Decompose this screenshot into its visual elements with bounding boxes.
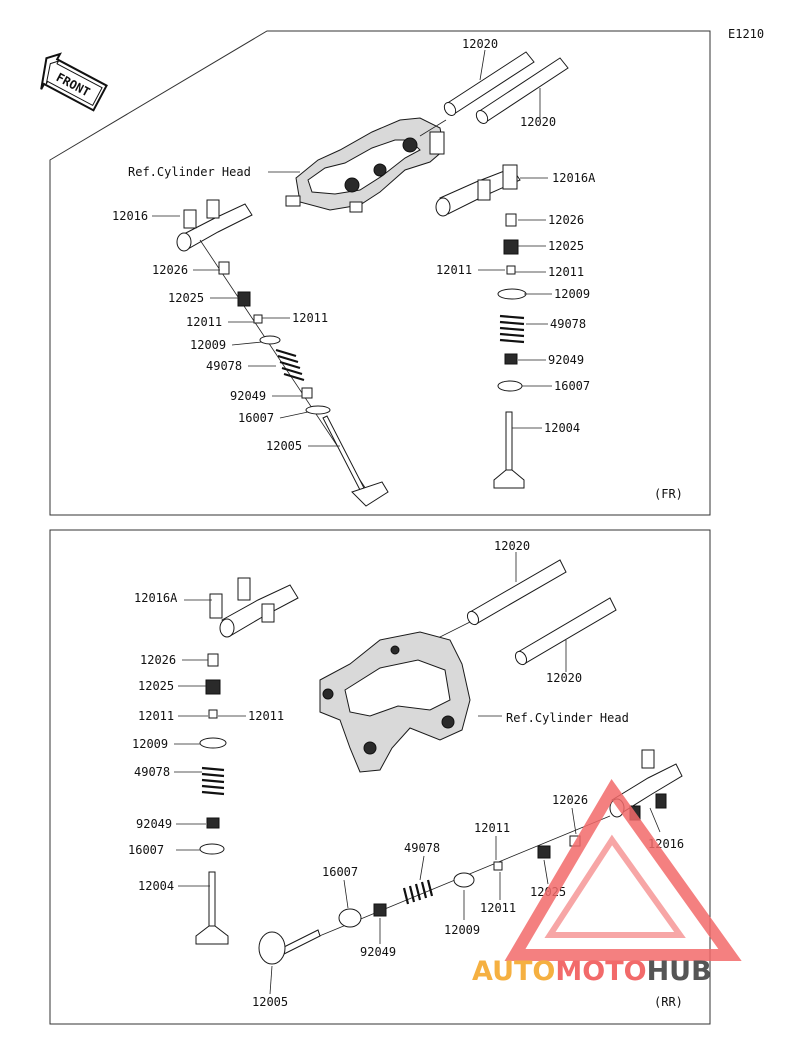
- top-label-l-spring: 49078: [206, 359, 242, 373]
- top-label-rocker-left: 12016: [112, 209, 148, 223]
- rocker-shaft-top-b: [475, 57, 569, 124]
- bot-l-retainer-shape: [199, 737, 227, 749]
- top-r-adjuster-shape: [503, 239, 519, 255]
- top-panel: 12020 12020 Ref.Cylinder Head 12016 1201…: [49, 30, 711, 516]
- watermark-logo: AUTOMOTOHUB: [472, 778, 742, 987]
- bot-label-l-spring: 49078: [134, 765, 170, 779]
- top-label-l-retainer: 12009: [190, 338, 226, 352]
- top-r-lifter-shape: [505, 213, 517, 227]
- top-l-seat-shape: [305, 405, 331, 415]
- top-label-r-seal: 92049: [548, 353, 584, 367]
- bot-label-l-lifter: 12026: [140, 653, 176, 667]
- bot-r-valve-shape: [258, 929, 321, 965]
- top-l-spring-shape: [275, 348, 305, 382]
- bot-r-retainer-shape: [453, 872, 475, 888]
- bot-r-seat-shape: [338, 908, 362, 928]
- top-label-r-cotter-b: 12011: [548, 265, 584, 279]
- top-label-l-seat: 16007: [238, 411, 274, 425]
- top-label-l-valve: 12005: [266, 439, 302, 453]
- top-label-l-cotter-b: 12011: [292, 311, 328, 325]
- top-label-l-lifter: 12026: [152, 263, 188, 277]
- cylinder-head-top: [285, 117, 445, 213]
- top-label-r-adjuster: 12025: [548, 239, 584, 253]
- top-label-r-cotter-a: 12011: [436, 263, 472, 277]
- bot-ref-label: Ref.Cylinder Head: [506, 711, 629, 725]
- bot-l-seal-shape: [206, 817, 220, 829]
- rocker-shaft-bottom-b: [514, 597, 617, 666]
- top-r-seat-shape: [497, 380, 523, 392]
- bot-label-r-valve: 12005: [252, 995, 288, 1009]
- svg-text:AUTOMOTOHUB: AUTOMOTOHUB: [472, 956, 712, 987]
- bot-label-r-seal: 92049: [360, 945, 396, 959]
- bot-label-r-cotter-b: 12011: [480, 901, 516, 915]
- bottom-panel: 12020 12020 Ref.Cylinder Head 12016A 120…: [49, 529, 711, 1025]
- bot-label-rocker-left: 12016A: [134, 591, 178, 605]
- bot-label-r-spring: 49078: [404, 841, 440, 855]
- bot-label-l-seat: 16007: [128, 843, 164, 857]
- rocker-shaft-top-a: [443, 51, 535, 116]
- bot-l-spring-shape: [201, 766, 225, 796]
- top-label-r-seat: 16007: [554, 379, 590, 393]
- bot-l-valve-shape: [195, 871, 229, 945]
- top-label-shaft-b: 12020: [520, 115, 556, 129]
- bot-r-seal-shape: [373, 903, 387, 917]
- bot-label-r-seat: 16007: [322, 865, 358, 879]
- bot-l-lifter-shape: [207, 653, 219, 667]
- rocker-shaft-bottom-a: [466, 559, 567, 626]
- rocker-arm-top-right: [435, 164, 521, 217]
- watermark-triangle-icon: [504, 778, 742, 961]
- top-label-rocker-right: 12016A: [552, 171, 596, 185]
- diagram-code: E1210: [728, 27, 764, 41]
- top-label-shaft-a: 12020: [462, 37, 498, 51]
- watermark-part-2: MOTO: [555, 956, 646, 987]
- top-label-r-retainer: 12009: [554, 287, 590, 301]
- bot-label-l-cotter-b: 12011: [248, 709, 284, 723]
- bot-label-r-retainer: 12009: [444, 923, 480, 937]
- bot-corner-label: (RR): [654, 995, 683, 1009]
- front-arrow-badge: FRONT: [40, 52, 108, 112]
- top-label-l-adjuster: 12025: [168, 291, 204, 305]
- bot-r-spring-shape: [402, 879, 434, 905]
- bot-label-l-retainer: 12009: [132, 737, 168, 751]
- top-corner-label: (FR): [654, 487, 683, 501]
- top-r-retainer-shape: [497, 288, 527, 300]
- bot-r-cotter-shape: [493, 861, 503, 871]
- bot-l-seat-shape: [199, 843, 225, 855]
- top-r-cotter-shape: [506, 265, 516, 275]
- top-ref-label: Ref.Cylinder Head: [128, 165, 251, 179]
- bot-label-shaft-b: 12020: [546, 671, 582, 685]
- rocker-arm-bottom-left: [209, 577, 299, 638]
- bot-l-adjuster-shape: [205, 679, 221, 695]
- bot-label-r-cotter-a: 12011: [474, 821, 510, 835]
- top-r-spring-shape: [499, 314, 525, 344]
- top-l-lifter-shape: [218, 261, 230, 275]
- bot-label-l-seal: 92049: [136, 817, 172, 831]
- bot-label-shaft-a: 12020: [494, 539, 530, 553]
- top-label-r-valve: 12004: [544, 421, 580, 435]
- bot-l-cotter-shape: [208, 709, 218, 719]
- bot-label-l-adjuster: 12025: [138, 679, 174, 693]
- watermark-part-1: AUTO: [472, 956, 555, 987]
- bot-r-adjuster-shape: [537, 845, 551, 859]
- top-label-l-cotter-a: 12011: [186, 315, 222, 329]
- rocker-arm-top-left: [176, 199, 253, 252]
- top-r-valve-shape: [493, 411, 525, 489]
- top-l-adjuster-shape: [237, 291, 251, 307]
- top-l-cotter-shape: [253, 314, 263, 324]
- top-l-seal-shape: [301, 387, 313, 399]
- top-label-l-seal: 92049: [230, 389, 266, 403]
- bot-label-l-cotter-a: 12011: [138, 709, 174, 723]
- watermark-part-3: HUB: [647, 956, 712, 987]
- top-label-r-spring: 49078: [550, 317, 586, 331]
- cylinder-head-bottom: [319, 631, 471, 773]
- top-l-valve-shape: [322, 415, 389, 507]
- top-r-seal-shape: [504, 353, 518, 365]
- top-l-retainer-shape: [259, 335, 281, 345]
- bot-label-l-valve: 12004: [138, 879, 174, 893]
- top-label-r-lifter: 12026: [548, 213, 584, 227]
- bot-label-r-lifter: 12026: [552, 793, 588, 807]
